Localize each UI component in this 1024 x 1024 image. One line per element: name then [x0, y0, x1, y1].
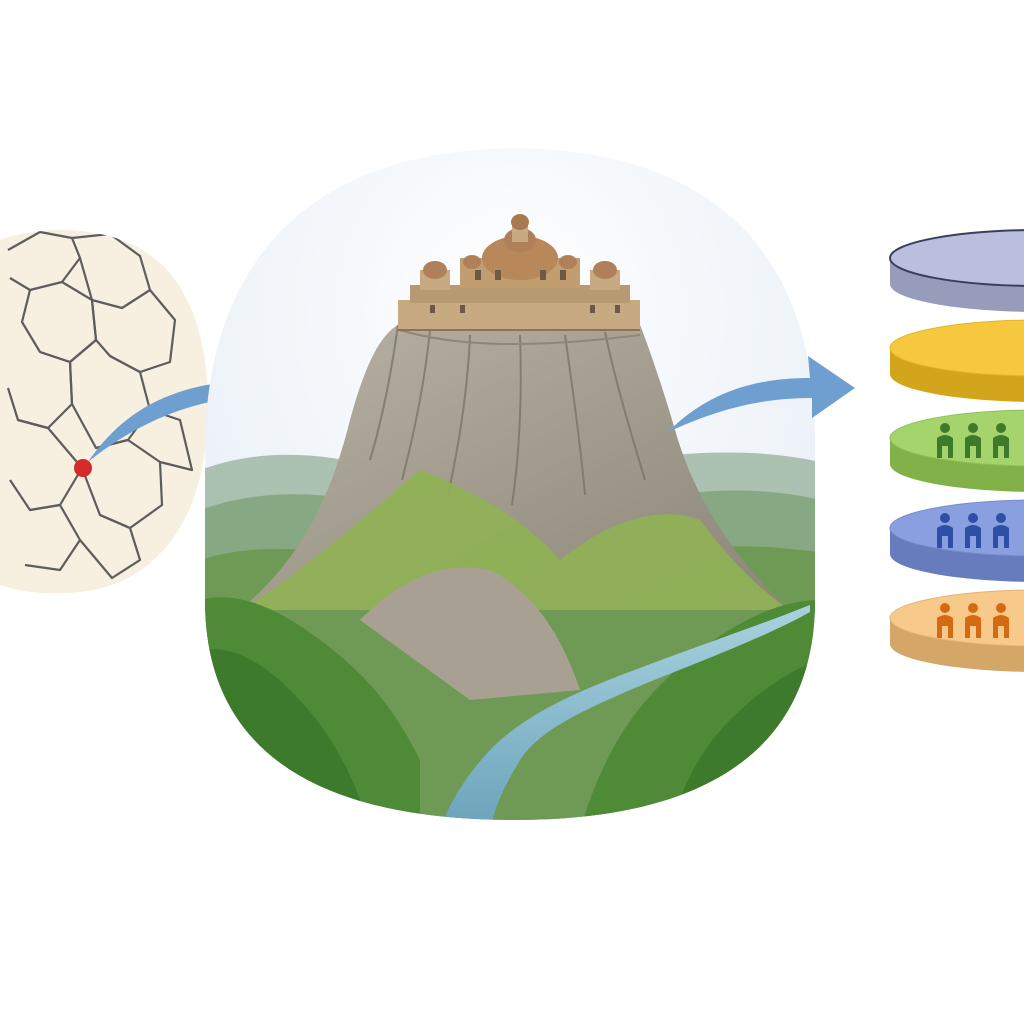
person-icon	[993, 513, 1009, 548]
location-pin-icon	[74, 459, 92, 477]
curved-arrow-icon	[668, 356, 855, 432]
river	[440, 605, 810, 820]
person-icon	[937, 513, 953, 548]
hilltop-fortress-illustration	[205, 148, 815, 820]
person-icon	[993, 603, 1009, 638]
yellow-layer	[889, 319, 1024, 402]
layer-top	[889, 319, 1024, 377]
top-layer	[889, 229, 1024, 312]
blue-layer	[889, 499, 1024, 582]
green-layer	[889, 409, 1024, 492]
region-map-icon	[0, 230, 208, 594]
layer-top	[889, 409, 1024, 467]
person-icon	[937, 423, 953, 458]
layer-top	[889, 499, 1024, 557]
orange-layer	[889, 589, 1024, 672]
person-icon	[965, 513, 981, 548]
stacked-layers-icon	[889, 229, 1024, 672]
layer-top	[889, 229, 1024, 287]
layer-top	[889, 589, 1024, 647]
person-icon	[965, 603, 981, 638]
rock-mountain	[240, 324, 790, 700]
person-icon	[965, 423, 981, 458]
person-icon	[937, 603, 953, 638]
person-icon	[993, 423, 1009, 458]
fortress	[398, 214, 640, 331]
